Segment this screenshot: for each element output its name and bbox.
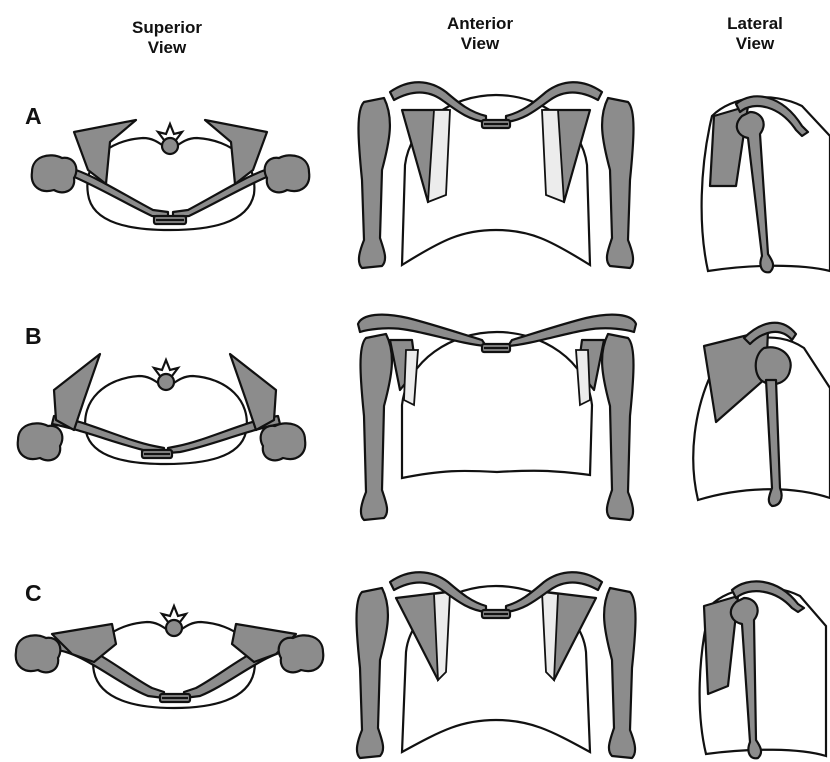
humerus-head-left [18, 423, 63, 460]
column-header-anterior-line2: View [410, 34, 550, 54]
superior-view-c [12, 600, 327, 725]
column-header-superior: Superior View [97, 18, 237, 58]
column-header-lateral-line2: View [685, 34, 825, 54]
humerus-right [602, 98, 633, 268]
humerus-head [756, 347, 791, 384]
lateral-view-c [690, 566, 828, 762]
vertebral-body [162, 138, 178, 154]
humerus-left [361, 334, 392, 520]
anterior-view-b [352, 310, 642, 525]
vertebral-body [166, 620, 182, 636]
humerus-head-left [32, 155, 77, 192]
vertebral-body [158, 374, 174, 390]
lateral-view-a [692, 76, 830, 276]
superior-view-a [28, 112, 313, 237]
humerus-right [602, 334, 633, 520]
column-header-lateral-line1: Lateral [685, 14, 825, 34]
humerus-head-right [265, 155, 310, 192]
column-header-lateral: Lateral View [685, 14, 825, 54]
humerus-right [604, 588, 635, 758]
column-header-anterior: Anterior View [410, 14, 550, 54]
lateral-view-b [684, 308, 830, 518]
column-header-superior-line1: Superior [97, 18, 237, 38]
humerus-head-left [16, 635, 61, 672]
humerus-left [357, 588, 388, 758]
column-header-anterior-line1: Anterior [410, 14, 550, 34]
humerus-head-right [279, 635, 324, 672]
anterior-view-c [346, 562, 646, 762]
row-label-b: B [25, 323, 42, 350]
superior-view-b [14, 350, 309, 475]
anterior-view-a [350, 70, 642, 280]
thorax-outline [402, 332, 592, 478]
column-header-superior-line2: View [97, 38, 237, 58]
humerus-left [359, 98, 390, 268]
humerus-head-right [261, 423, 306, 460]
